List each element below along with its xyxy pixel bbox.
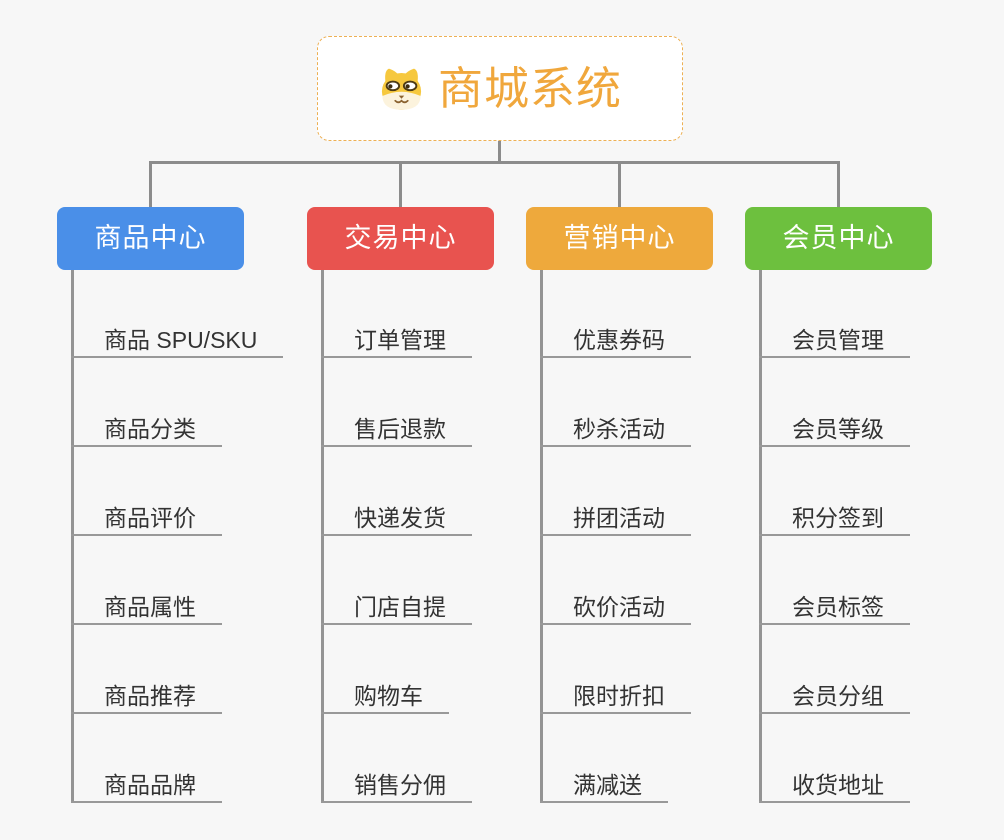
- leaf-node[interactable]: 商品推荐: [71, 673, 222, 714]
- leaf-label: 满减送: [573, 771, 642, 798]
- branch-connector-line: [149, 161, 152, 208]
- root-node[interactable]: 商城系统: [317, 36, 683, 141]
- leaf-node[interactable]: 秒杀活动: [540, 406, 691, 447]
- leaf-label: 销售分佣: [354, 771, 446, 798]
- leaf-label: 会员标签: [792, 593, 884, 620]
- leaf-node[interactable]: 购物车: [321, 673, 449, 714]
- branch-connector-line: [837, 161, 840, 208]
- leaf-label: 购物车: [354, 682, 423, 709]
- leaf-label: 商品评价: [104, 504, 196, 531]
- bus-connector-line: [149, 161, 840, 164]
- branch-header-2[interactable]: 营销中心: [526, 207, 713, 270]
- branch-header-0[interactable]: 商品中心: [57, 207, 244, 270]
- leaf-label: 商品推荐: [104, 682, 196, 709]
- leaf-label: 商品品牌: [104, 771, 196, 798]
- leaf-label: 会员等级: [792, 415, 884, 442]
- leaf-node[interactable]: 订单管理: [321, 317, 472, 358]
- branch-label: 营销中心: [563, 223, 676, 253]
- leaf-node[interactable]: 满减送: [540, 762, 668, 803]
- leaf-label: 优惠券码: [573, 326, 665, 353]
- leaf-label: 商品属性: [104, 593, 196, 620]
- leaf-node[interactable]: 会员等级: [759, 406, 910, 447]
- branch-connector-line: [399, 161, 402, 208]
- branch-label: 商品中心: [94, 223, 207, 253]
- leaf-node[interactable]: 销售分佣: [321, 762, 472, 803]
- leaf-label: 门店自提: [354, 593, 446, 620]
- leaf-node[interactable]: 会员管理: [759, 317, 910, 358]
- leaf-node[interactable]: 限时折扣: [540, 673, 691, 714]
- leaf-label: 售后退款: [354, 415, 446, 442]
- leaf-label: 商品分类: [104, 415, 196, 442]
- leaf-node[interactable]: 商品属性: [71, 584, 222, 625]
- leaf-node[interactable]: 商品评价: [71, 495, 222, 536]
- leaf-node[interactable]: 商品分类: [71, 406, 222, 447]
- root-connector-line: [498, 140, 501, 164]
- leaf-label: 订单管理: [354, 326, 446, 353]
- leaf-node[interactable]: 砍价活动: [540, 584, 691, 625]
- leaf-node[interactable]: 商品品牌: [71, 762, 222, 803]
- leaf-node[interactable]: 拼团活动: [540, 495, 691, 536]
- leaf-label: 快递发货: [354, 504, 446, 531]
- leaf-label: 积分签到: [792, 504, 884, 531]
- branch-header-1[interactable]: 交易中心: [307, 207, 494, 270]
- leaf-label: 收货地址: [792, 771, 884, 798]
- branch-connector-line: [618, 161, 621, 208]
- leaf-label: 会员分组: [792, 682, 884, 709]
- leaf-label: 砍价活动: [573, 593, 665, 620]
- branch-label: 交易中心: [344, 223, 457, 253]
- leaf-node[interactable]: 会员标签: [759, 584, 910, 625]
- leaf-node[interactable]: 门店自提: [321, 584, 472, 625]
- leaf-node[interactable]: 积分签到: [759, 495, 910, 536]
- leaf-node[interactable]: 快递发货: [321, 495, 472, 536]
- branch-label: 会员中心: [782, 223, 895, 253]
- root-title: 商城系统: [437, 63, 622, 114]
- leaf-label: 商品 SPU/SKU: [104, 326, 258, 353]
- leaf-label: 拼团活动: [573, 504, 665, 531]
- leaf-label: 限时折扣: [573, 682, 665, 709]
- leaf-label: 会员管理: [792, 326, 884, 353]
- leaf-node[interactable]: 会员分组: [759, 673, 910, 714]
- branch-header-3[interactable]: 会员中心: [745, 207, 932, 270]
- leaf-node[interactable]: 售后退款: [321, 406, 472, 447]
- leaf-node[interactable]: 优惠券码: [540, 317, 691, 358]
- shiba-dog-icon: [378, 67, 425, 111]
- leaf-label: 秒杀活动: [573, 415, 665, 442]
- leaf-node[interactable]: 商品 SPU/SKU: [71, 317, 284, 358]
- leaf-node[interactable]: 收货地址: [759, 762, 910, 803]
